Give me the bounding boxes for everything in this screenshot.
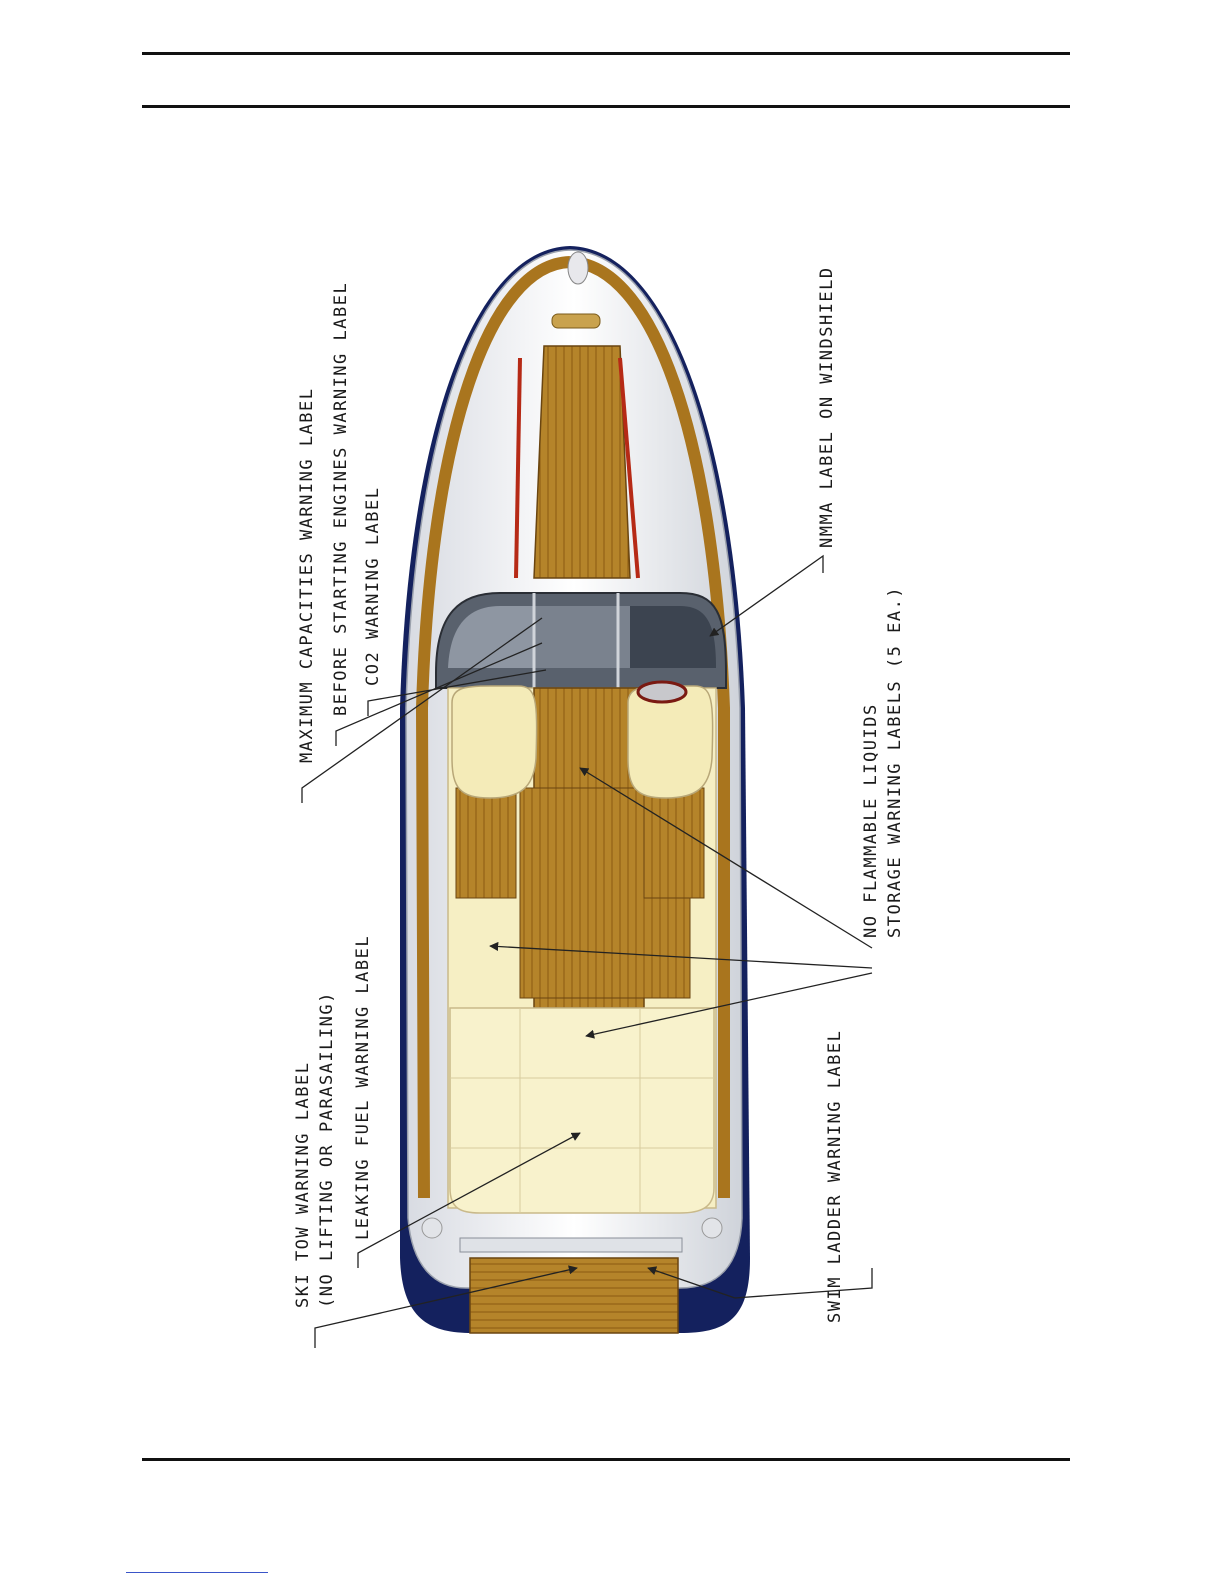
- header-rule-bottom: [142, 105, 1070, 108]
- label-no-flammable-liquids: NO FLAMMABLE LIQUIDS: [861, 703, 881, 938]
- label-before-starting-engines: BEFORE STARTING ENGINES WARNING LABEL: [331, 282, 351, 716]
- footnote-rule: [126, 1572, 268, 1573]
- header-rule-top: [142, 52, 1070, 55]
- label-co2-warning: CO2 WARNING LABEL: [363, 487, 383, 687]
- boat-label-diagram: MAXIMUM CAPACITIES WARNING LABEL BEFORE …: [160, 228, 1060, 1358]
- label-no-lifting-parasailing: (NO LIFTING OR PARASAILING): [317, 991, 337, 1308]
- label-maximum-capacities: MAXIMUM CAPACITIES WARNING LABEL: [297, 387, 317, 763]
- label-leaking-fuel: LEAKING FUEL WARNING LABEL: [353, 935, 373, 1240]
- label-ski-tow: SKI TOW WARNING LABEL: [293, 1062, 313, 1308]
- label-nmma-windshield: NMMA LABEL ON WINDSHIELD: [817, 266, 837, 548]
- footer-rule: [142, 1458, 1070, 1461]
- label-storage-warning: STORAGE WARNING LABELS (5 EA.): [885, 586, 905, 938]
- windshield: [436, 593, 726, 688]
- cockpit-floor: [448, 682, 716, 1213]
- label-swim-ladder: SWIM LADDER WARNING LABEL: [825, 1030, 845, 1323]
